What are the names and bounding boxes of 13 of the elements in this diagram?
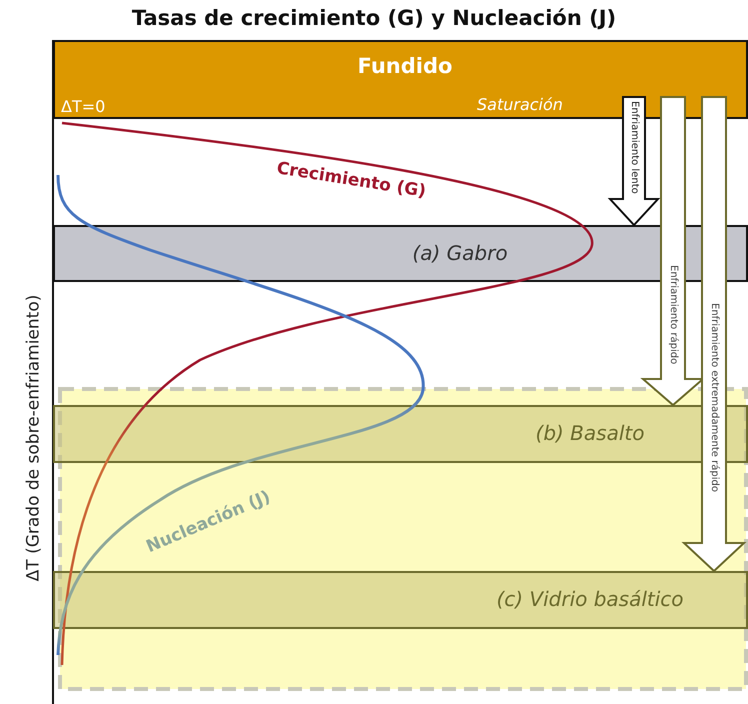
rock-band bbox=[53, 571, 748, 629]
band-title: Fundido bbox=[356, 54, 454, 78]
axis-label: ΔT (Grado de sobre-enfriamiento) bbox=[23, 294, 44, 582]
band-label: (c) Vidrio basáltico bbox=[495, 587, 685, 611]
block-arrow bbox=[681, 96, 747, 572]
band-note: Saturación bbox=[477, 95, 563, 114]
chart-title: Tasas de crecimiento (G) y Nucleación (J) bbox=[130, 6, 618, 30]
band-note: ΔT=0 bbox=[61, 97, 106, 116]
edge-label: Enfriamiento lento bbox=[628, 101, 640, 194]
edge-label: Enfriamiento rápido bbox=[667, 265, 679, 364]
edge-label: Enfriamiento extremadamente rápido bbox=[708, 303, 720, 492]
band-label: (a) Gabro bbox=[411, 241, 509, 265]
block-arrow bbox=[608, 96, 660, 226]
